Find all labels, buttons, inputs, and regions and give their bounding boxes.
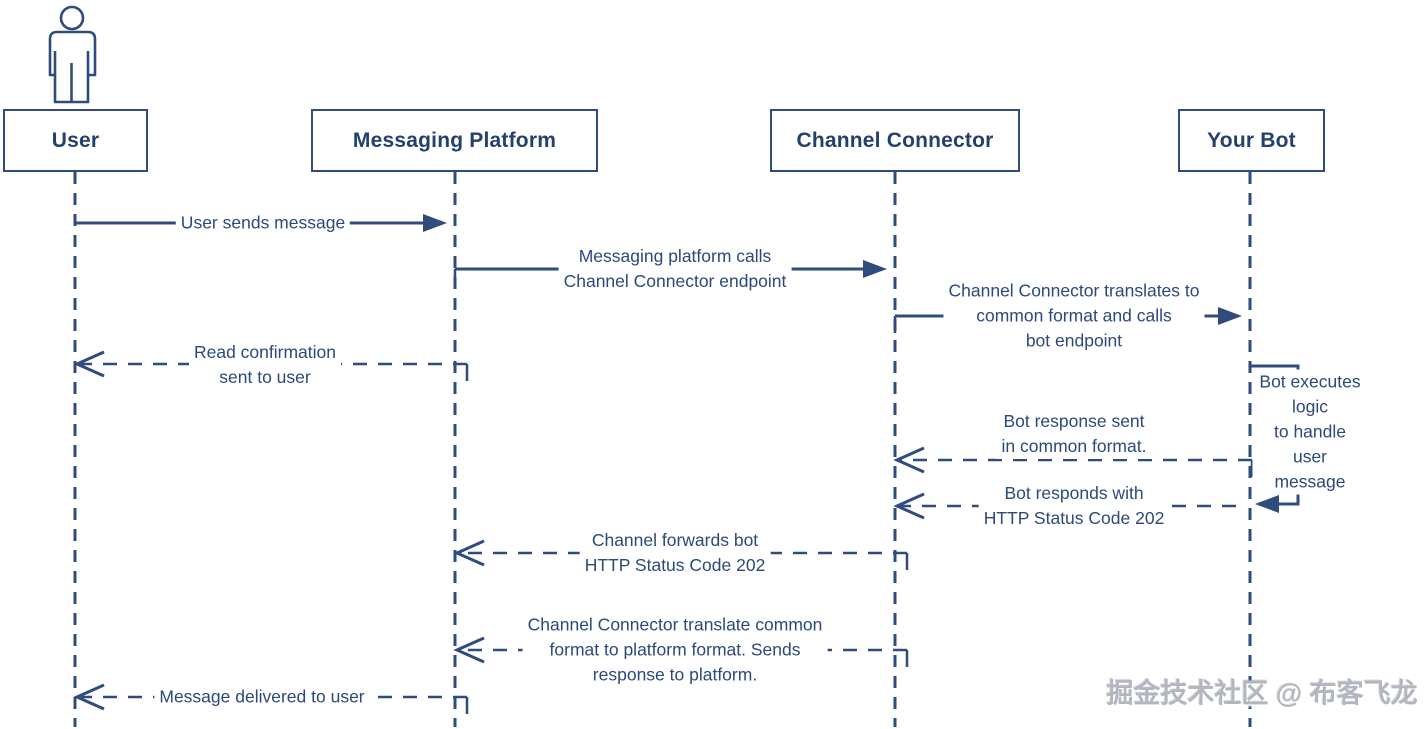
- message-label-platform-calls-connector-endpoint: Messaging platform calls Channel Connect…: [558, 244, 792, 294]
- participant-label-user: User: [51, 128, 100, 152]
- message-label-message-delivered-to-user: Message delivered to user: [154, 684, 370, 710]
- participant-label-channel-connector: Channel Connector: [796, 128, 994, 152]
- participant-label-your-bot: Your Bot: [1207, 128, 1296, 152]
- participant-label-messaging-platform: Messaging Platform: [352, 128, 557, 152]
- message-label-connector-translate-platform-format: Channel Connector translate common forma…: [522, 612, 828, 688]
- watermark: 掘金技术社区 @ 布客飞龙: [1106, 678, 1418, 709]
- participant-box-channel-connector: Channel Connector: [770, 109, 1020, 172]
- participant-box-your-bot: Your Bot: [1178, 109, 1325, 172]
- message-label-user-sends-message: User sends message: [175, 210, 351, 236]
- arrowhead-filled-connector-translates-calls-bot: [1218, 307, 1242, 325]
- arrowhead-open-connector-translate-platform-format: [453, 636, 485, 664]
- message-label-bot-responds-http-202: Bot responds with HTTP Status Code 202: [978, 481, 1170, 531]
- arrowhead-open-bot-responds-http-202: [893, 492, 925, 520]
- arrowhead-filled-platform-calls-connector-endpoint: [863, 260, 887, 278]
- person-icon: [48, 5, 97, 104]
- message-label-bot-response-common-format: Bot response sent in common format.: [996, 409, 1152, 459]
- arrowhead-open-message-delivered-to-user: [73, 683, 105, 711]
- message-label-read-confirmation-sent: Read confirmation sent to user: [188, 340, 342, 390]
- arrowhead-open-channel-forwards-http-202: [453, 539, 485, 567]
- person-head: [59, 5, 85, 31]
- person-body: [48, 30, 97, 104]
- message-label-connector-translates-calls-bot: Channel Connector translates to common f…: [943, 278, 1205, 354]
- participant-box-messaging-platform: Messaging Platform: [311, 109, 598, 172]
- self-loop-arrowhead: [1255, 495, 1279, 513]
- arrowhead-open-read-confirmation-sent: [73, 350, 105, 378]
- participant-box-user: User: [3, 109, 148, 172]
- message-label-channel-forwards-http-202: Channel forwards bot HTTP Status Code 20…: [579, 528, 771, 578]
- arrowhead-open-bot-response-common-format: [893, 446, 925, 474]
- self-loop-label: Bot executes logic to handle user messag…: [1252, 369, 1368, 495]
- arrowhead-filled-user-sends-message: [423, 214, 447, 232]
